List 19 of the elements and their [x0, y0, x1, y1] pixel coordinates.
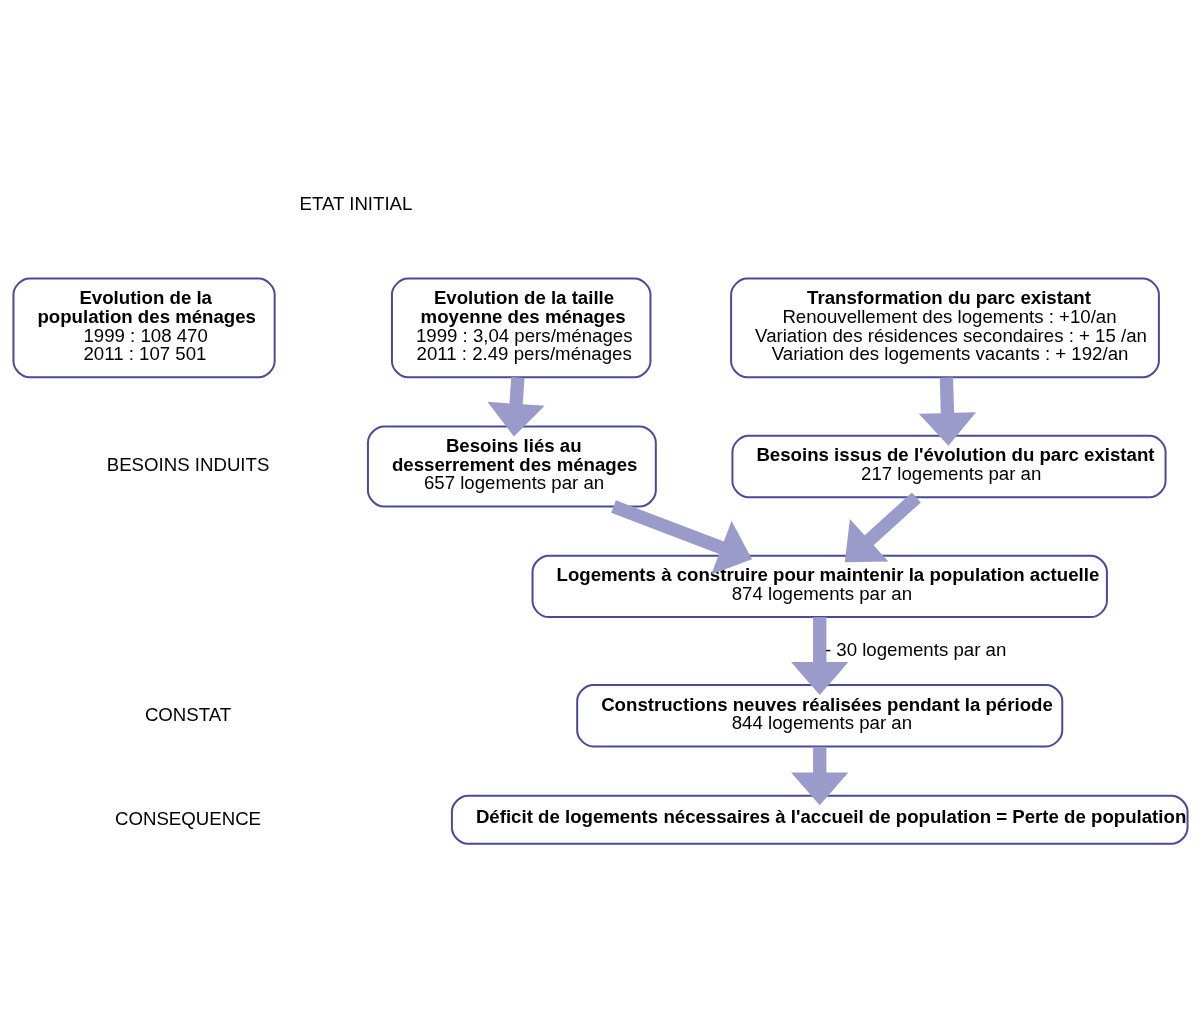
arrow	[791, 746, 849, 806]
label: CONSTAT	[144, 703, 232, 725]
edge-label: - 30 logements par an	[824, 639, 1007, 661]
node-box: Transformation du parc existant Renouvellement des logements : +10/an Variation des résidences secondaires : + 15 /an Variation des logements vacants : + 192/an	[730, 277, 1160, 379]
node-box: Déficit de logements nécessaires à l'accueil de population = Perte de population	[450, 794, 1189, 845]
node-box: Besoins issus de l'évolution du parc existant 217 logements par an	[731, 434, 1167, 499]
label: ETAT INITIAL	[299, 193, 413, 215]
node-box: Besoins liés au desserrement des ménages 657 logements par an	[366, 425, 657, 508]
label: BESOINS INDUITS	[106, 454, 270, 476]
arrow	[487, 377, 545, 437]
node-box: Evolution de la population des ménages 1999 : 108 470 2011 : 107 501	[12, 277, 276, 379]
arrow	[611, 500, 753, 575]
arrow	[918, 377, 977, 446]
arrow	[844, 492, 921, 563]
node-box: Evolution de la taille moyenne des ménages 1999 : 3,04 pers/ménages 2011 : 2.49 pers/ménages	[390, 277, 652, 379]
node-box: Constructions neuves réalisées pendant la période 844 logements par an	[576, 684, 1064, 748]
node-box: Logements à construire pour maintenir la population actuelle 874 logements par an	[531, 554, 1108, 619]
label: CONSEQUENCE	[115, 807, 262, 829]
arrow	[791, 617, 849, 695]
